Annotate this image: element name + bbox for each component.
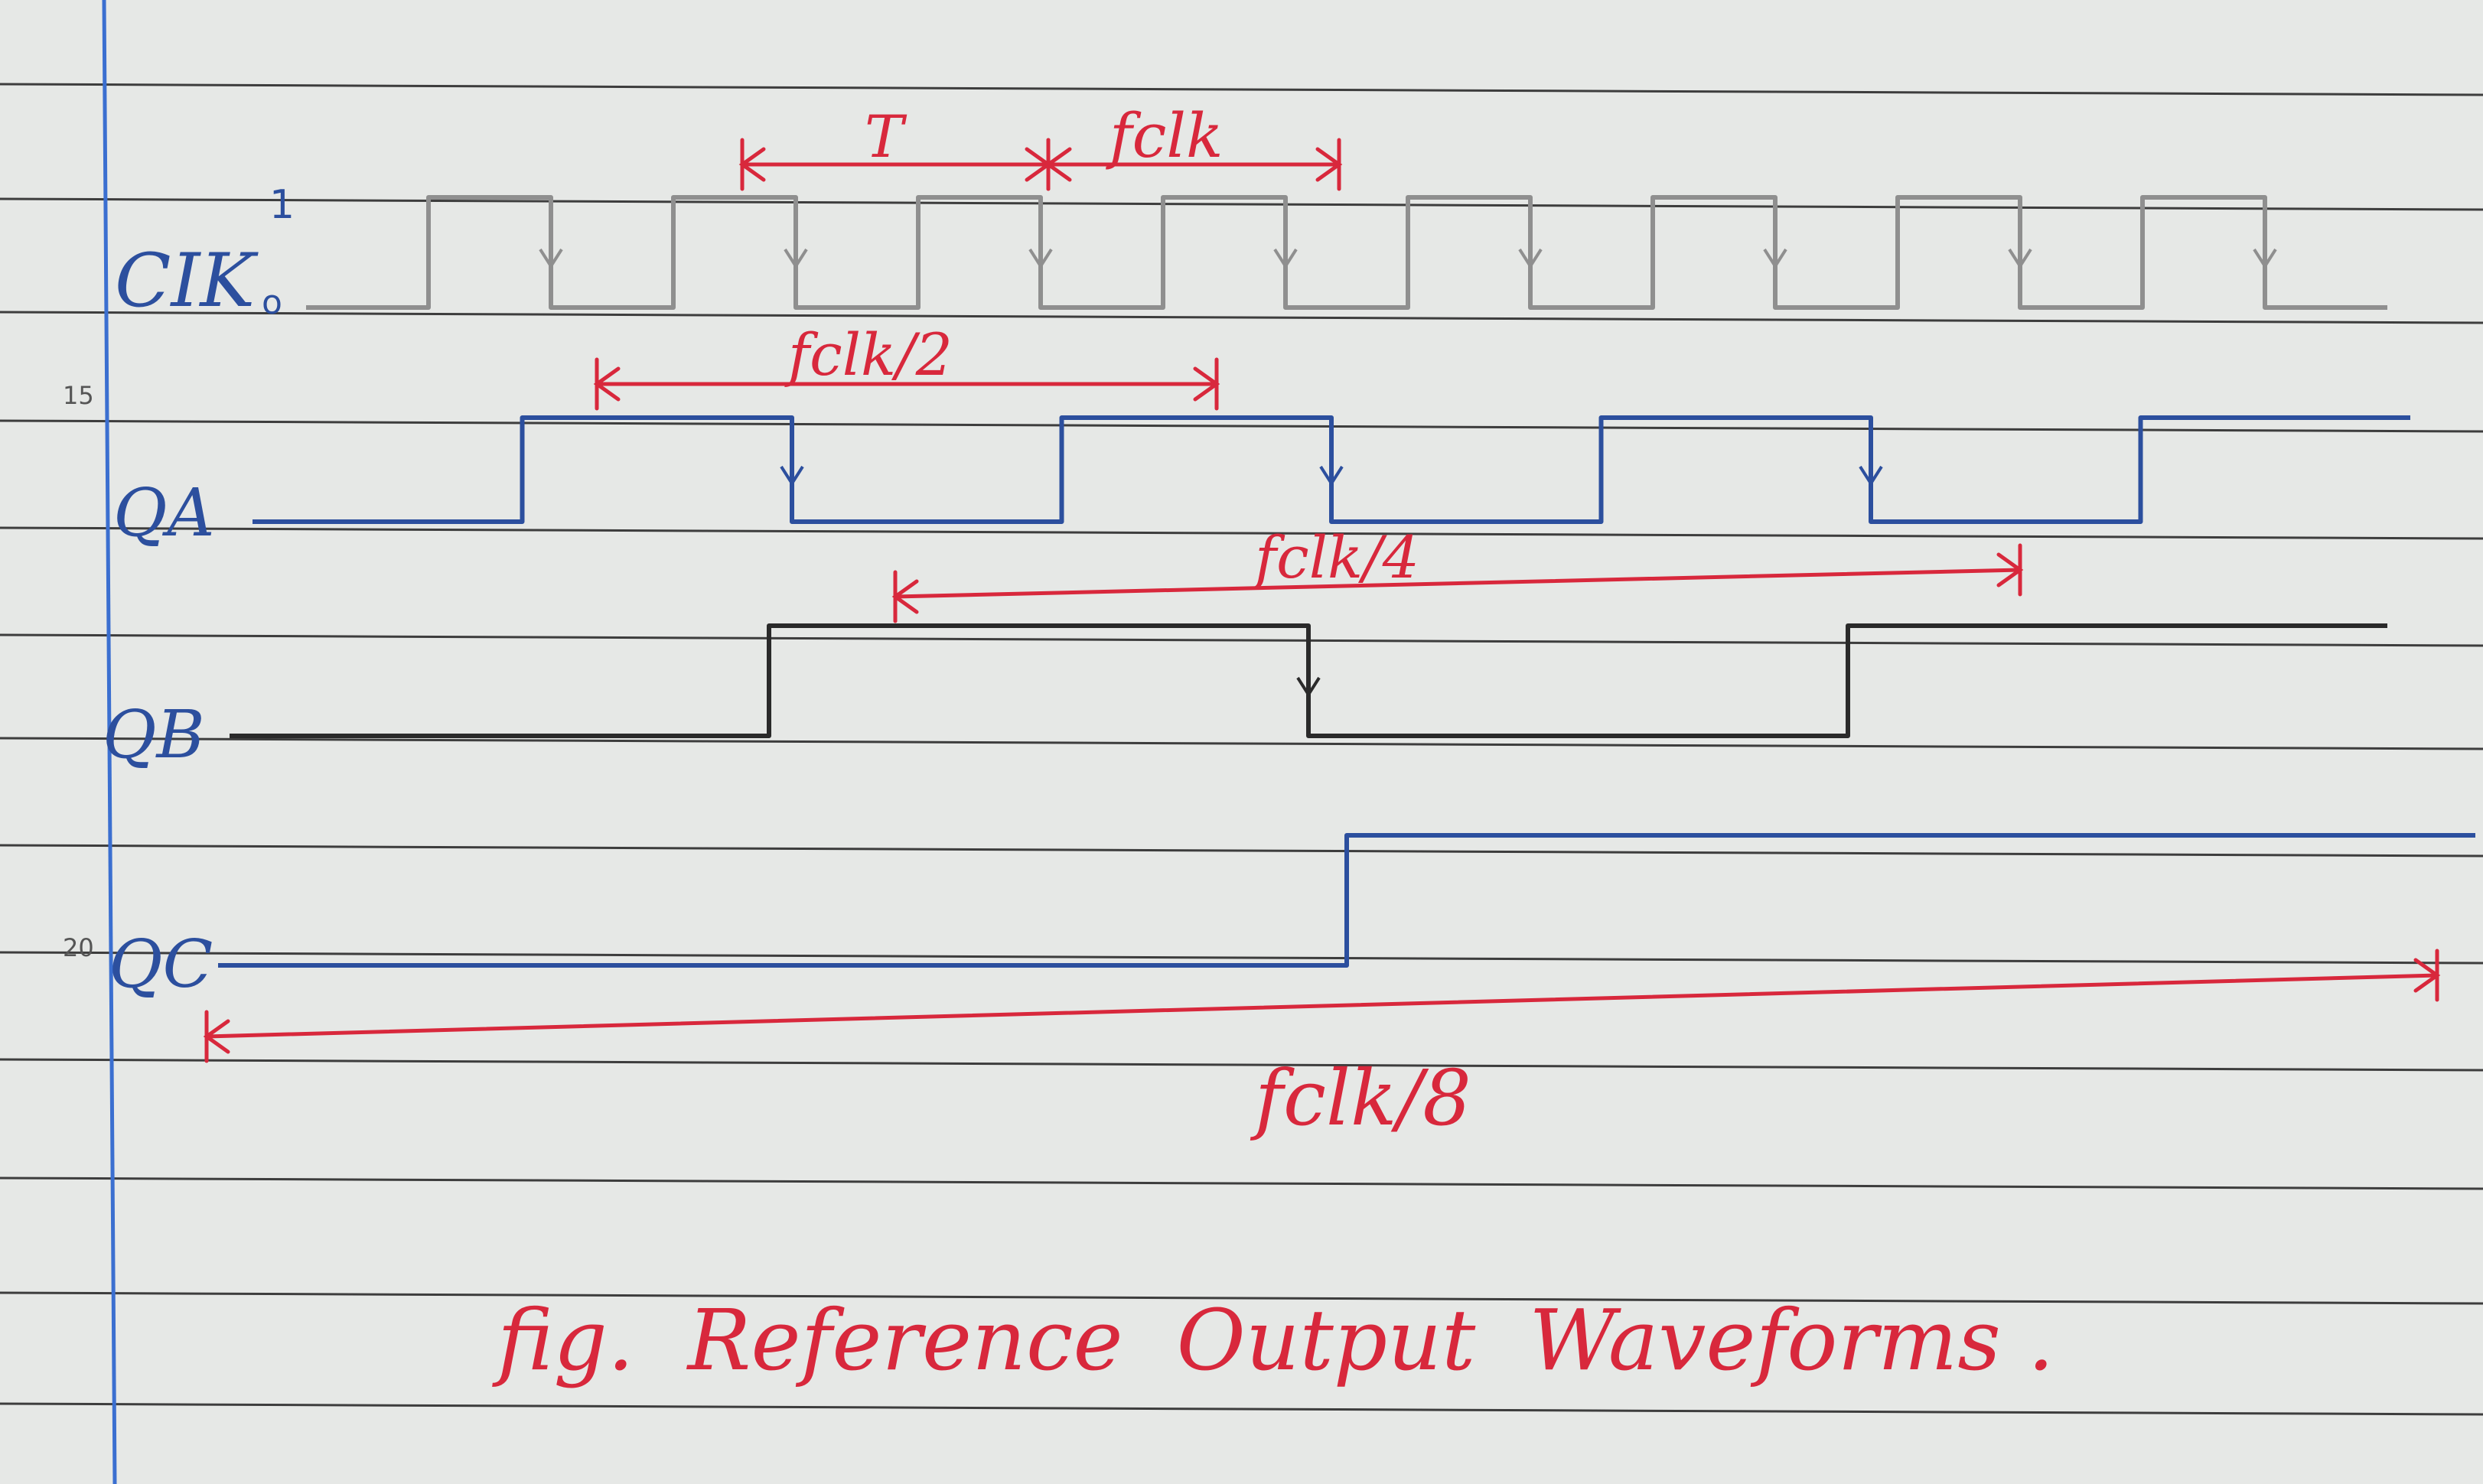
ruled-line [0, 83, 2483, 96]
signal-label-qb: QB [103, 697, 205, 773]
period-label-t: T [865, 103, 908, 171]
waveform-qa [253, 415, 2410, 524]
signal-label-clk: CIK [115, 238, 259, 324]
ruled-line [0, 419, 2483, 433]
waveform-qb [230, 623, 2387, 738]
waveform-trace [253, 415, 2410, 524]
falling-edge-mark [1763, 248, 1787, 269]
signal-label-clk-high: 1 [269, 182, 295, 228]
frequency-label-fclk-8: fclk/8 [1250, 1053, 1471, 1143]
signal-label-qa: QA [113, 475, 215, 552]
falling-edge-mark [780, 465, 804, 487]
waveform-clk [306, 195, 2387, 310]
falling-edge-mark [1859, 465, 1883, 487]
frequency-label-fclk: fclk [1106, 100, 1223, 171]
falling-edge-mark [539, 248, 563, 269]
figure-caption: fig. Reference Output Waveforms . [492, 1291, 2055, 1389]
ruled-line [0, 526, 2483, 540]
falling-edge-mark [1319, 465, 1344, 487]
line-number-15: 15 [63, 381, 94, 410]
falling-edge-mark [2008, 248, 2032, 269]
ruled-line [0, 311, 2483, 324]
falling-edge-mark [1518, 248, 1543, 269]
frequency-label-fclk-2: fclk/2 [784, 321, 953, 389]
margin-line [102, 0, 117, 1484]
ruled-line [0, 197, 2483, 211]
ruled-line [0, 951, 2483, 965]
fclk-4-arrow [893, 568, 2022, 599]
ruled-line [0, 737, 2483, 750]
falling-edge-mark [784, 248, 808, 269]
signal-label-qc: QC [109, 926, 213, 1003]
ruled-line [0, 1402, 2483, 1416]
frequency-label-fclk-4: fclk/4 [1251, 523, 1419, 591]
waveform-trace [218, 833, 2475, 968]
ruled-line [0, 844, 2483, 858]
ruled-line [0, 1176, 2483, 1190]
fclk-8-arrow [204, 973, 2439, 1039]
falling-edge-mark [1273, 248, 1298, 269]
ruled-line [0, 633, 2483, 647]
falling-edge-mark [1028, 248, 1053, 269]
line-number-20: 20 [63, 933, 94, 962]
ruled-line [0, 1291, 2483, 1305]
ruled-lines [0, 83, 2483, 1416]
waveform-trace [230, 623, 2387, 738]
period-annotations [203, 138, 2441, 1063]
waveform-trace [306, 195, 2387, 310]
signal-label-clk-low: o [262, 283, 282, 322]
falling-edge-mark [2253, 248, 2277, 269]
waveform-qc [218, 833, 2475, 968]
ruled-line [0, 1058, 2483, 1072]
falling-edge-mark [1296, 676, 1321, 698]
